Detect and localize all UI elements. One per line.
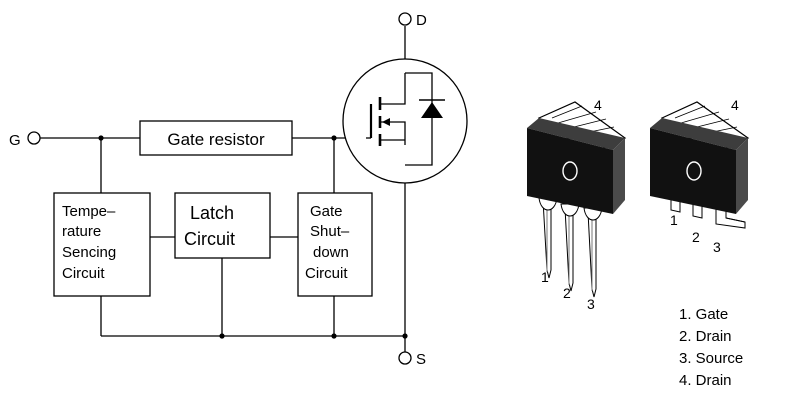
source-terminal: S — [398, 351, 426, 368]
package-right: 4 1 2 3 — [650, 97, 750, 255]
package-right-pin-2: 2 — [692, 229, 700, 245]
shutdown-line-1: Gate — [310, 203, 343, 220]
legend-item-3: 3. Source — [679, 350, 743, 367]
latch-line-2: Circuit — [184, 229, 235, 249]
temperature-line-1: Tempe– — [62, 203, 116, 220]
temperature-line-4: Circuit — [62, 265, 105, 282]
legend-item-2: 2. Drain — [679, 328, 732, 345]
package-right-pin-3: 3 — [713, 239, 721, 255]
shutdown-line-4: Circuit — [305, 265, 348, 282]
gate-resistor-block: Gate resistor — [139, 120, 293, 156]
mosfet-symbol — [342, 58, 468, 184]
package-left-tab-label: 4 — [594, 97, 602, 113]
drain-terminal: D — [398, 12, 427, 29]
package-right-mount-hole — [686, 161, 702, 181]
package-left-mount-hole — [562, 161, 578, 181]
package-right-tab-label: 4 — [731, 97, 739, 113]
gate-resistor-label: Gate resistor — [167, 130, 265, 149]
package-left-body — [527, 118, 625, 214]
package-left-pin-3: 3 — [587, 296, 595, 312]
package-right-body — [650, 118, 748, 214]
pin-legend: 1. Gate 2. Drain 3. Source 4. Drain — [679, 306, 743, 389]
legend-item-1: 1. Gate — [679, 306, 728, 323]
schematic-wires — [40, 26, 406, 352]
package-right-pin-1: 1 — [670, 212, 678, 228]
gate-terminal-label: G — [9, 132, 21, 149]
latch-line-1: Latch — [190, 203, 234, 223]
drain-terminal-label: D — [416, 12, 427, 29]
package-left: 4 1 2 3 — [527, 97, 627, 312]
shutdown-line-2: Shut– — [310, 223, 350, 240]
temperature-line-3: Sencing — [62, 244, 116, 261]
temperature-line-2: rature — [62, 223, 101, 240]
package-left-pin-2: 2 — [563, 285, 571, 301]
latch-circuit-block: Latch Circuit — [174, 192, 271, 259]
gate-shutdown-block: Gate Shut– down Circuit — [297, 192, 373, 297]
temperature-sensing-block: Tempe– rature Sencing Circuit — [53, 192, 151, 297]
legend-item-4: 4. Drain — [679, 372, 732, 389]
gate-terminal: G — [9, 131, 41, 149]
shutdown-line-3: down — [313, 244, 349, 261]
package-left-leads — [538, 197, 603, 298]
package-left-pin-1: 1 — [541, 269, 549, 285]
source-terminal-label: S — [416, 351, 426, 368]
